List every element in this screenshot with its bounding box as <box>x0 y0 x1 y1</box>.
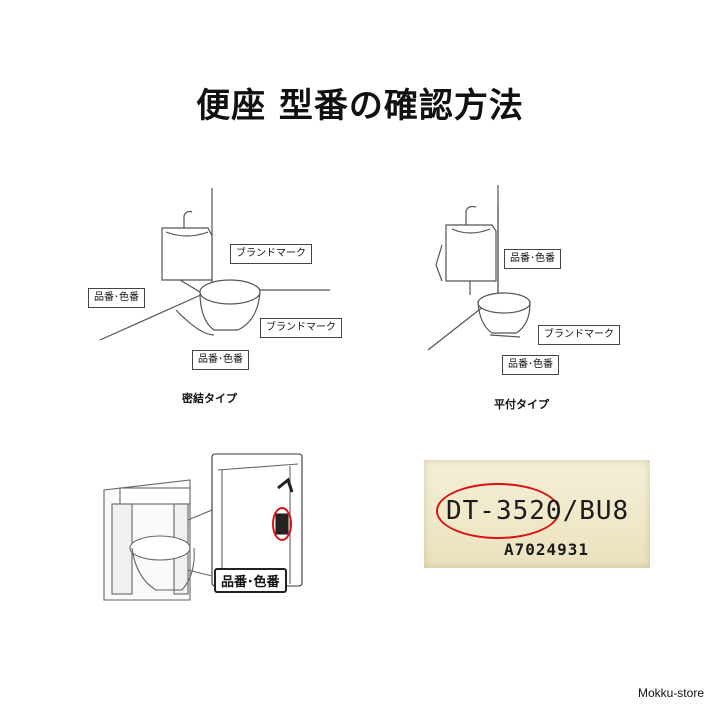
brand-mark-callout-tank: ブランドマーク <box>230 244 312 264</box>
part-number-callout-tank: 品番･色番 <box>504 249 561 269</box>
flat-type-caption: 平付タイプ <box>494 398 549 411</box>
model-label-photo: DT-3520/BU8 A7024931 <box>424 460 650 568</box>
flat-type-diagram: 品番･色番 ブランドマーク 品番･色番 <box>420 185 660 380</box>
close-coupled-diagram: ブランドマーク 品番･色番 ブランドマーク 品番･色番 <box>80 180 342 380</box>
tankless-diagram: 品番･色番 <box>100 450 320 620</box>
tankless-part-number-label: 品番･色番 <box>214 568 287 593</box>
store-name: Mokku-store <box>637 686 704 700</box>
model-highlight-ring <box>436 483 560 539</box>
part-number-callout-bottom: 品番･色番 <box>502 355 559 375</box>
tankless-toilet-illustration <box>103 453 303 601</box>
part-number-callout-bottom: 品番･色番 <box>192 350 249 370</box>
flat-type-toilet-illustration <box>427 185 531 351</box>
brand-mark-callout-bowl: ブランドマーク <box>538 325 620 345</box>
close-coupled-caption: 密結タイプ <box>182 392 237 405</box>
close-coupled-toilet-illustration <box>99 188 330 341</box>
part-number-callout-left: 品番･色番 <box>88 288 145 308</box>
page-title: 便座 型番の確認方法 <box>196 86 524 126</box>
model-number: DT-3520/BU8 <box>446 496 630 526</box>
brand-mark-callout-bowl: ブランドマーク <box>260 318 342 338</box>
serial-number: A7024931 <box>504 540 590 559</box>
